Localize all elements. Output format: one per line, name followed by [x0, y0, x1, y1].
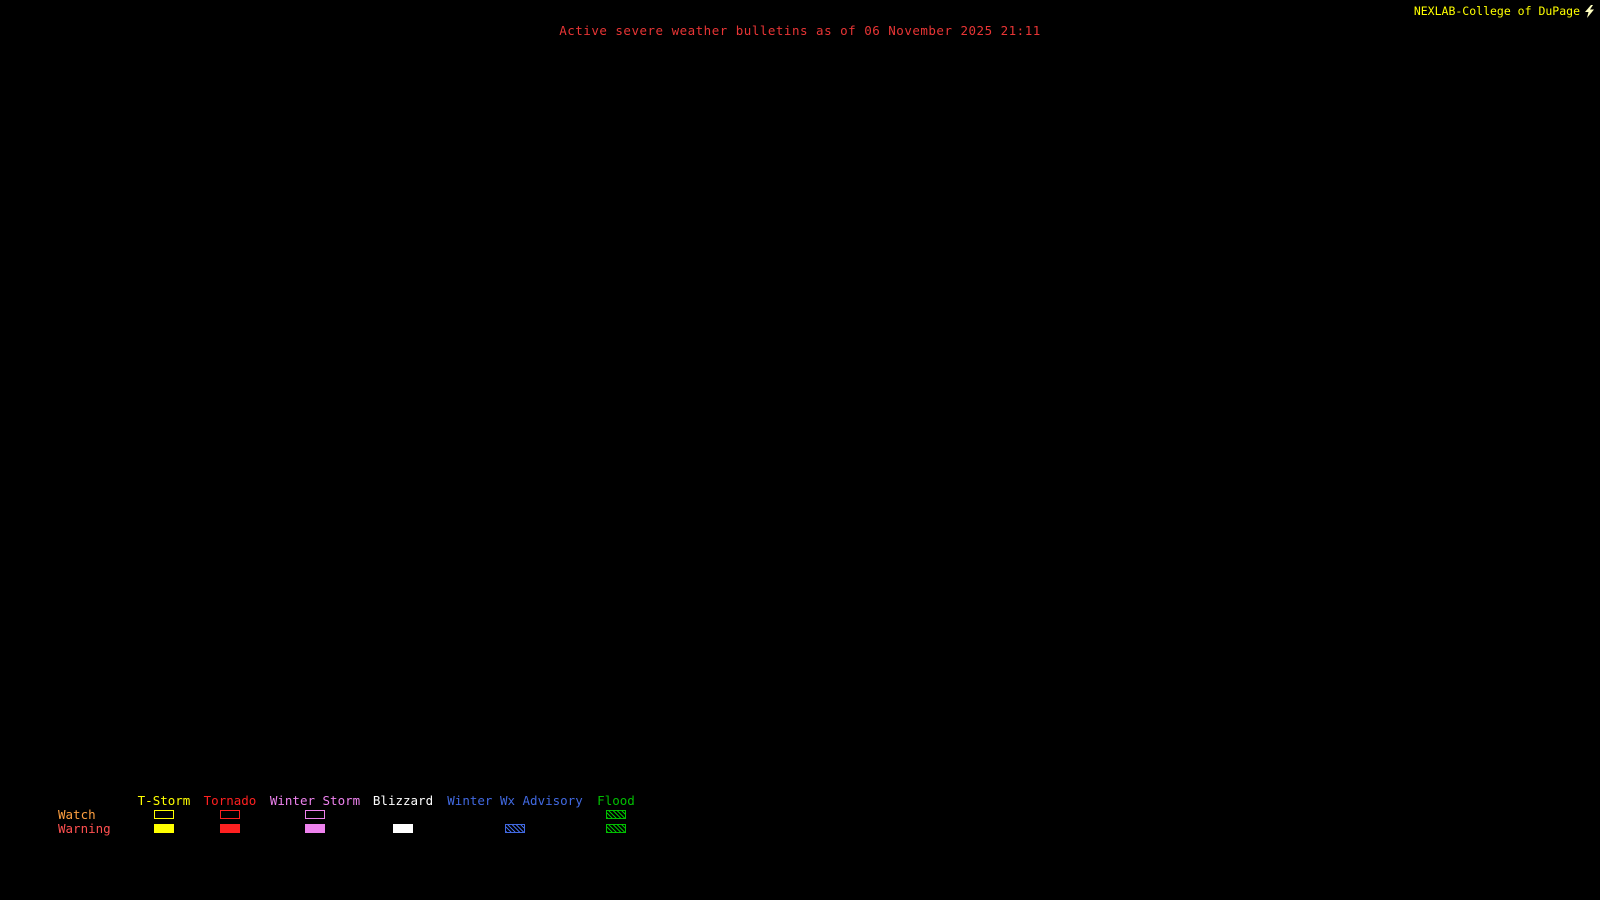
legend-cell-empty [372, 807, 434, 821]
legend-cell [596, 821, 636, 835]
tornado-watch-swatch [220, 809, 240, 819]
legend-cell [268, 807, 362, 821]
legend-category-flood: Flood [597, 792, 635, 808]
legend-row-watch: Watch [58, 806, 96, 822]
tstorm-watch-swatch [154, 809, 174, 819]
page-title: Active severe weather bulletins as of 06… [559, 23, 1041, 38]
blizzard-warning-swatch [393, 823, 413, 833]
flood-warning-swatch [606, 823, 626, 833]
nexlab-logo-icon [1585, 4, 1594, 18]
tornado-warning-swatch [220, 823, 240, 833]
legend-category-tstorm: T-Storm [137, 792, 191, 808]
legend-cell-empty [444, 807, 586, 821]
winter-wx-advisory-warning-swatch [505, 823, 525, 833]
legend-cell [372, 821, 434, 835]
legend-row-warning: Warning [58, 820, 111, 836]
legend-category-blizzard: Blizzard [372, 792, 434, 808]
brand-text: NEXLAB-College of DuPage [1413, 4, 1580, 18]
legend-category-tornado: Tornado [203, 792, 257, 808]
legend-category-winter-storm: Winter Storm [269, 792, 361, 808]
winter-storm-watch-swatch [305, 809, 325, 819]
legend-cell [444, 821, 586, 835]
legend-category-winter-wx-advisory: Winter Wx Advisory [447, 792, 583, 808]
legend-header-spacer [58, 793, 126, 807]
legend-cell [136, 807, 192, 821]
legend-cell [136, 821, 192, 835]
legend: T-Storm Tornado Winter Storm Blizzard Wi… [58, 792, 636, 836]
legend-cell [596, 807, 636, 821]
legend-cell [202, 821, 258, 835]
flood-watch-swatch [606, 809, 626, 819]
winter-storm-warning-swatch [305, 823, 325, 833]
legend-cell [268, 821, 362, 835]
tstorm-warning-swatch [154, 823, 174, 833]
brand: NEXLAB-College of DuPage [1414, 4, 1595, 18]
legend-cell [202, 807, 258, 821]
